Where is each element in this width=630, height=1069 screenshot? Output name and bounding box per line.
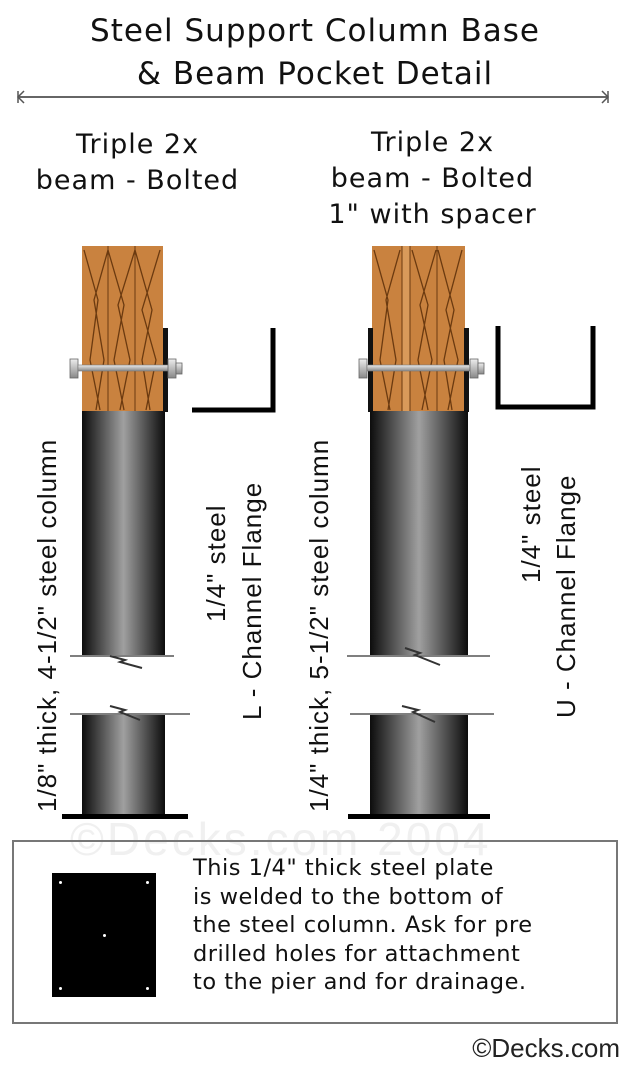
right-steel-column <box>347 405 494 819</box>
note-line-3: the steel column. Ask for pre <box>193 912 533 938</box>
right-flange-label-line-1: 1/4" steel <box>516 465 546 583</box>
bolt-hole-icon <box>146 987 149 990</box>
right-bolt <box>358 358 485 379</box>
drain-hole-icon <box>103 934 106 937</box>
base-plate-note-text: This 1/4" thick steel plate is welded to… <box>193 854 623 997</box>
column-drawing <box>62 246 596 819</box>
note-line-5: to the pier and for drainage. <box>193 969 527 995</box>
bolt-hole-icon <box>59 987 62 990</box>
diagram-title-line-1: Steel Support Column Base <box>90 13 540 49</box>
left-beam <box>82 246 163 411</box>
note-line-1: This 1/4" thick steel plate <box>193 855 494 881</box>
left-steel-column <box>62 405 190 819</box>
left-flange-label-line-2: L - Channel Flange <box>237 481 267 720</box>
base-plate-note-box <box>12 840 618 1024</box>
left-flange-label-line-1: 1/4" steel <box>201 504 231 622</box>
right-heading-line-2: beam - Bolted <box>330 163 535 194</box>
diagram-title-line-2: & Beam Pocket Detail <box>136 56 494 92</box>
bolt-hole-icon <box>59 881 62 884</box>
bolt-hole-icon <box>146 881 149 884</box>
l-channel-profile <box>192 328 276 413</box>
copyright: ©Decks.com <box>472 1033 620 1063</box>
u-channel-profile <box>495 326 596 410</box>
dimension-arrow <box>16 90 610 104</box>
note-line-2: is welded to the bottom of <box>193 883 504 910</box>
right-column-label: 1/4" thick, 5-1/2" steel column <box>304 438 334 812</box>
left-bolt <box>69 358 183 379</box>
right-heading-line-3: 1" with spacer <box>328 199 537 230</box>
right-heading-line-1: Triple 2x <box>370 127 495 158</box>
right-beam <box>372 246 465 411</box>
left-heading-line-1: Triple 2x <box>75 129 200 160</box>
left-heading-line-2: beam - Bolted <box>35 165 240 196</box>
base-plate-illustration <box>52 873 156 997</box>
note-line-4: drilled holes for attachment <box>193 940 521 967</box>
left-column-label: 1/8" thick, 4-1/2" steel column <box>32 438 62 812</box>
watermark: ©Decks.com 2004 <box>70 813 492 865</box>
right-flange-label-line-2: U - Channel Flange <box>551 474 581 718</box>
